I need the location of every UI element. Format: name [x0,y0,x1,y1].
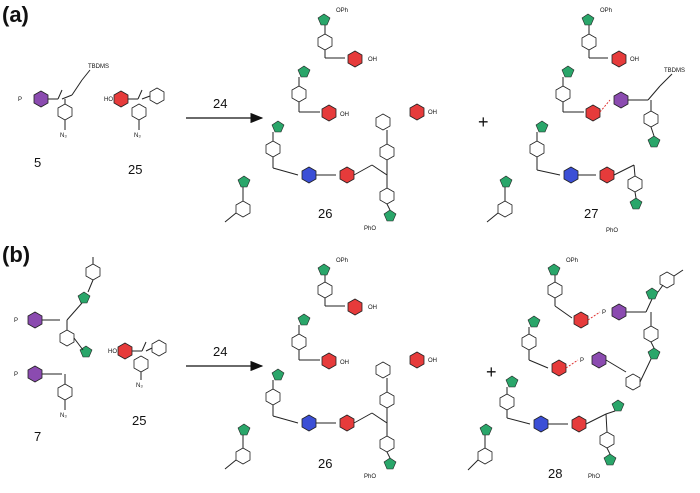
plus-sign: + [486,362,497,382]
panel-a: (a) P TBDMS N₃ 5 HO N₃ [2,2,685,234]
p-label: P [18,97,22,103]
svg-text:OH: OH [428,358,437,364]
aryl-ring [57,103,73,121]
tbdms-label: TBDMS [664,68,685,74]
phenol-ring [113,90,129,108]
svg-text:P: P [602,310,606,316]
molecule-27: OPh OH TBDMS [486,8,685,234]
compound-number-25: 25 [128,162,142,177]
compound-number-5: 5 [34,155,41,170]
p-label: P [14,318,18,324]
reagent-label: 24 [213,344,227,359]
compound-number-28: 28 [548,466,562,481]
molecule-5: P TBDMS N₃ 5 [18,64,109,170]
oph-label: OPh [336,258,348,264]
molecule-25-b: HO N₃ 25 [108,339,167,428]
compound-number-7: 7 [34,429,41,444]
compound-number-26: 26 [318,206,332,221]
svg-text:OH: OH [340,112,349,118]
hydroxy-label: HO [108,349,117,355]
molecule-28: OPh P [467,258,684,481]
azide-label: N₃ [136,383,143,389]
oph-label: OPh [566,258,578,264]
pho-label: PhO [606,228,618,234]
hydroxy-label: OH [368,305,377,311]
reagent-label: 24 [213,96,227,111]
aryl-ring [131,103,147,121]
panel-a-label: (a) [2,2,29,27]
hydroxy-label: OH [630,57,639,63]
svg-text:OH: OH [340,360,349,366]
hydroxy-label: OH [368,57,377,63]
tbdms-label: TBDMS [88,64,109,70]
azide-label: N₃ [60,133,67,139]
compound-number-27: 27 [584,206,598,221]
pho-label: PhO [364,226,376,232]
molecule-26-b: OPh OH OH [224,258,437,480]
compound-number-25: 25 [132,413,146,428]
pho-label: PhO [588,474,600,480]
molecule-26-a: OPh OH OH [224,8,437,232]
hydroxy-label: HO [104,97,113,103]
compound-number-26: 26 [318,456,332,471]
panel-b: (b) P P N₃ 7 HO [2,242,684,481]
panel-b-label: (b) [2,242,30,267]
molecule-25: HO N₃ 25 [104,87,165,177]
pho-label: PhO [364,474,376,480]
phosphine-oxide-ring [33,90,49,108]
svg-text:OH: OH [428,110,437,116]
benzyl-ring [149,87,165,105]
azide-label: N₃ [60,413,67,419]
plus-sign: + [478,112,489,132]
oph-label: OPh [336,8,348,14]
azide-label: N₃ [134,133,141,139]
svg-text:P: P [580,358,584,364]
svg-text:P: P [14,372,18,378]
oph-label: OPh [600,8,612,14]
molecule-7: P P N₃ 7 [14,257,101,444]
